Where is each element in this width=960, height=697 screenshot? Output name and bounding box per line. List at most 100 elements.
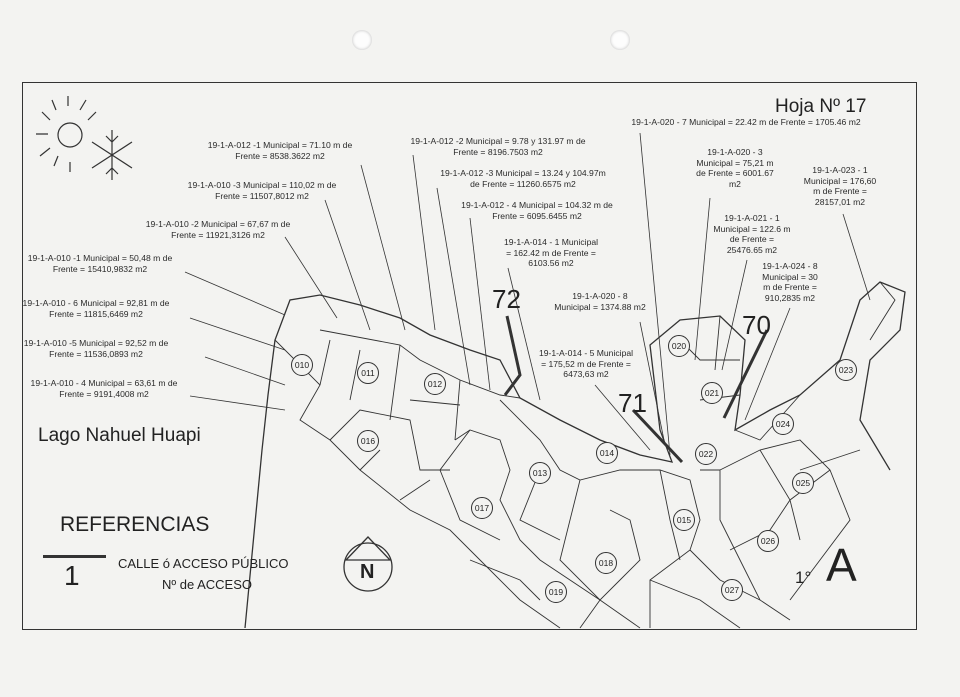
annotation-line: 6473,63 m2 — [563, 369, 609, 379]
lake-label: Lago Nahuel Huapi — [38, 425, 201, 446]
annotation-line: 19-1-A-012 -3 Municipal = 13.24 y 104.97… — [440, 168, 606, 178]
annotation-line: 19-1-A-010 -3 Municipal = 110,02 m de — [187, 180, 337, 190]
north-label: N — [360, 561, 375, 583]
lot-label: 025 — [792, 472, 814, 494]
annotation-line: Municipal = 1374.88 m2 — [554, 301, 646, 312]
annotation-line: Frente = 15410,9832 m2 — [52, 263, 148, 274]
annotation-line: 19-1-A-014 - 1 Municipal — [503, 237, 599, 247]
leader-line — [360, 164, 406, 331]
logo — [36, 96, 133, 180]
leader-line — [507, 267, 541, 401]
annotation-line: = 175,52 m de Frente = — [541, 358, 631, 369]
map-frame — [22, 82, 917, 630]
parcel-annotation: 19-1-A-012 -2 Municipal = 9.78 y 131.97 … — [410, 136, 585, 157]
annotation-line: 19-1-A-010 -5 Municipal = 92,52 m de — [23, 338, 169, 348]
annotation-line: = 162.42 m de Frente = — [506, 247, 596, 258]
lot-label: 024 — [772, 413, 794, 435]
lot-label: 015 — [673, 509, 695, 531]
logo-snowflake — [91, 130, 133, 180]
parcel-lines — [274, 281, 896, 629]
leader-line — [694, 197, 711, 361]
annotation-line: m2 — [729, 178, 741, 189]
annotation-line: Frente = 11507,8012 m2 — [215, 190, 309, 201]
annotation-line: Frente = 6095.6455 m2 — [492, 210, 582, 221]
leader-line — [324, 199, 371, 331]
sheet-number: 1° — [795, 568, 812, 587]
annotation-line: 19-1-A-023 - 1 — [812, 165, 868, 175]
annotation-line: Municipal = 176,60 — [803, 175, 877, 186]
annotation-line: 19-1-A-010 -2 Municipal = 67,67 m de — [145, 219, 291, 229]
annotation-line: 19-1-A-014 - 5 Municipal — [538, 348, 634, 358]
annotation-line: 28157,01 m2 — [814, 196, 866, 207]
annotation-line: m de Frente = — [763, 282, 817, 292]
access-72-line — [503, 315, 522, 396]
leader-line — [204, 356, 286, 386]
annotation-line: 19-1-A-021 - 1 — [724, 213, 780, 223]
lot-label: 023 — [835, 359, 857, 381]
leader-line — [189, 395, 286, 411]
access-70-line — [722, 329, 769, 419]
parcel-annotation: 19-1-A-020 - 7 Municipal = 22.42 m de Fr… — [631, 117, 860, 128]
leader-line — [744, 307, 791, 421]
leader-line — [594, 384, 651, 451]
annotation-line: 19-1-A-012 -2 Municipal = 9.78 y 131.97 … — [410, 136, 586, 146]
lot-label: 016 — [357, 430, 379, 452]
access-number-72: 72 — [492, 284, 521, 314]
parcel-annotation: 19-1-A-014 - 1 Municipal= 162.42 m de Fr… — [504, 237, 598, 269]
leader-line — [469, 217, 491, 391]
legend-title: REFERENCIAS — [60, 513, 210, 536]
access-71-line — [631, 408, 684, 464]
north-arrow — [343, 536, 393, 592]
legend-street-label: CALLE ó ACCESO PÚBLICO — [118, 556, 289, 571]
annotation-line: 19-1-A-012 - 4 Municipal = 104.32 m de — [461, 200, 613, 210]
leader-line — [184, 271, 286, 316]
annotation-line: Frente = 8196.7503 m2 — [453, 146, 543, 157]
annotation-line: Frente = 11536,0893 m2 — [49, 348, 143, 359]
leader-line — [639, 132, 671, 456]
annotation-line: 910,2835 m2 — [764, 292, 816, 303]
parcel-annotation: 19-1-A-014 - 5 Municipal= 175,52 m de Fr… — [539, 348, 633, 380]
lot-label: 019 — [545, 581, 567, 603]
access-number-71: 71 — [618, 388, 647, 418]
access-number-70: 70 — [742, 310, 771, 340]
legend-street-line — [43, 555, 106, 558]
lot-label: 014 — [596, 442, 618, 464]
annotation-line: Frente = 9191,4008 m2 — [59, 388, 149, 399]
annotation-line: 19-1-A-020 - 8 — [572, 291, 628, 301]
punch-hole-left — [352, 30, 372, 50]
leader-line — [639, 321, 666, 446]
legend-access-number: 1 — [64, 560, 80, 591]
annotation-line: de Frente = 11260.6575 m2 — [470, 178, 576, 189]
annotation-line: 19-1-A-024 - 8 — [762, 261, 818, 271]
lot-label: 013 — [529, 462, 551, 484]
annotation-line: 19-1-A-020 - 3 — [707, 147, 763, 157]
annotation-line: Municipal = 30 — [762, 271, 818, 282]
annotation-line: 19-1-A-010 - 6 Municipal = 92,81 m de — [22, 298, 170, 308]
annotation-line: m de Frente = — [813, 186, 867, 196]
annotation-line: 19-1-A-020 - 7 Municipal = 22.42 m de Fr… — [631, 117, 861, 127]
lot-label: 026 — [757, 530, 779, 552]
logo-sun-face — [57, 122, 83, 148]
lot-label: 020 — [668, 335, 690, 357]
access-lines — [503, 315, 769, 464]
annotation-line: 19-1-A-012 -1 Municipal = 71.10 m de — [207, 140, 353, 150]
leader-line — [189, 317, 286, 351]
annotation-line: Frente = 11921,3126 m2 — [171, 229, 265, 240]
annotation-line: Frente = 11815,6469 m2 — [49, 308, 143, 319]
parcel-annotation: 19-1-A-012 -3 Municipal = 13.24 y 104.97… — [440, 168, 606, 189]
lot-label: 018 — [595, 552, 617, 574]
leader-line — [721, 259, 748, 371]
lot-label: 011 — [357, 362, 379, 384]
annotation-line: de Frente = — [729, 234, 775, 244]
